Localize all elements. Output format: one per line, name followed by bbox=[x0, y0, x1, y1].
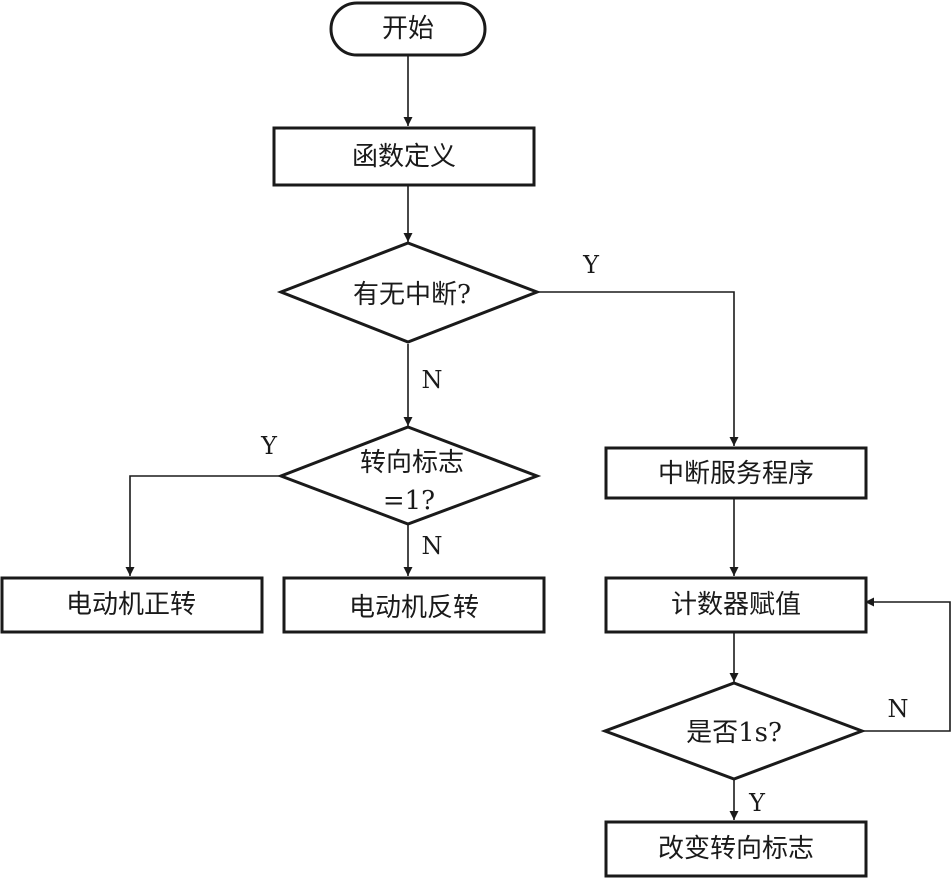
start-label: 开始 bbox=[382, 14, 434, 44]
one-second-decision-label: 是否1s? bbox=[686, 718, 782, 748]
one-second-yes-label: Y bbox=[748, 789, 766, 817]
one-second-decision: 是否1s? bbox=[600, 681, 867, 781]
counter-assign-box: 计数器赋值 bbox=[604, 576, 868, 634]
dir-flag-no-label: N bbox=[422, 532, 443, 560]
edge-interrupt-yes bbox=[538, 291, 739, 446]
edge-dirflag-yes bbox=[125, 475, 282, 576]
edge-1s-no-loop bbox=[862, 597, 951, 732]
connectors bbox=[125, 56, 951, 820]
interrupt-no-label: N bbox=[422, 366, 443, 394]
one-second-no-label: N bbox=[888, 695, 909, 723]
dir-flag-yes-label: Y bbox=[260, 432, 278, 460]
motor-reverse-box: 电动机反转 bbox=[282, 576, 546, 634]
interrupt-decision-label: 有无中断? bbox=[353, 280, 471, 310]
motor-forward-box: 电动机正转 bbox=[0, 576, 264, 634]
change-dir-flag-label: 改变转向标志 bbox=[658, 834, 814, 864]
func-def-label: 函数定义 bbox=[352, 142, 456, 172]
interrupt-yes-label: Y bbox=[582, 251, 600, 279]
start-terminator: 开始 bbox=[329, 1, 487, 57]
dir-flag-decision: 转向标志 =1? bbox=[276, 425, 542, 526]
motor-reverse-label: 电动机反转 bbox=[349, 593, 479, 623]
motor-forward-label: 电动机正转 bbox=[66, 590, 196, 620]
counter-assign-label: 计数器赋值 bbox=[671, 590, 801, 620]
dir-flag-decision-label-line2: =1? bbox=[383, 486, 435, 516]
interrupt-decision: 有无中断? bbox=[276, 241, 542, 344]
dir-flag-decision-label-line1: 转向标志 bbox=[360, 448, 464, 478]
change-dir-flag-box: 改变转向标志 bbox=[604, 820, 868, 878]
isr-label: 中断服务程序 bbox=[658, 459, 814, 489]
isr-box: 中断服务程序 bbox=[604, 446, 868, 500]
func-def-box: 函数定义 bbox=[272, 126, 536, 187]
